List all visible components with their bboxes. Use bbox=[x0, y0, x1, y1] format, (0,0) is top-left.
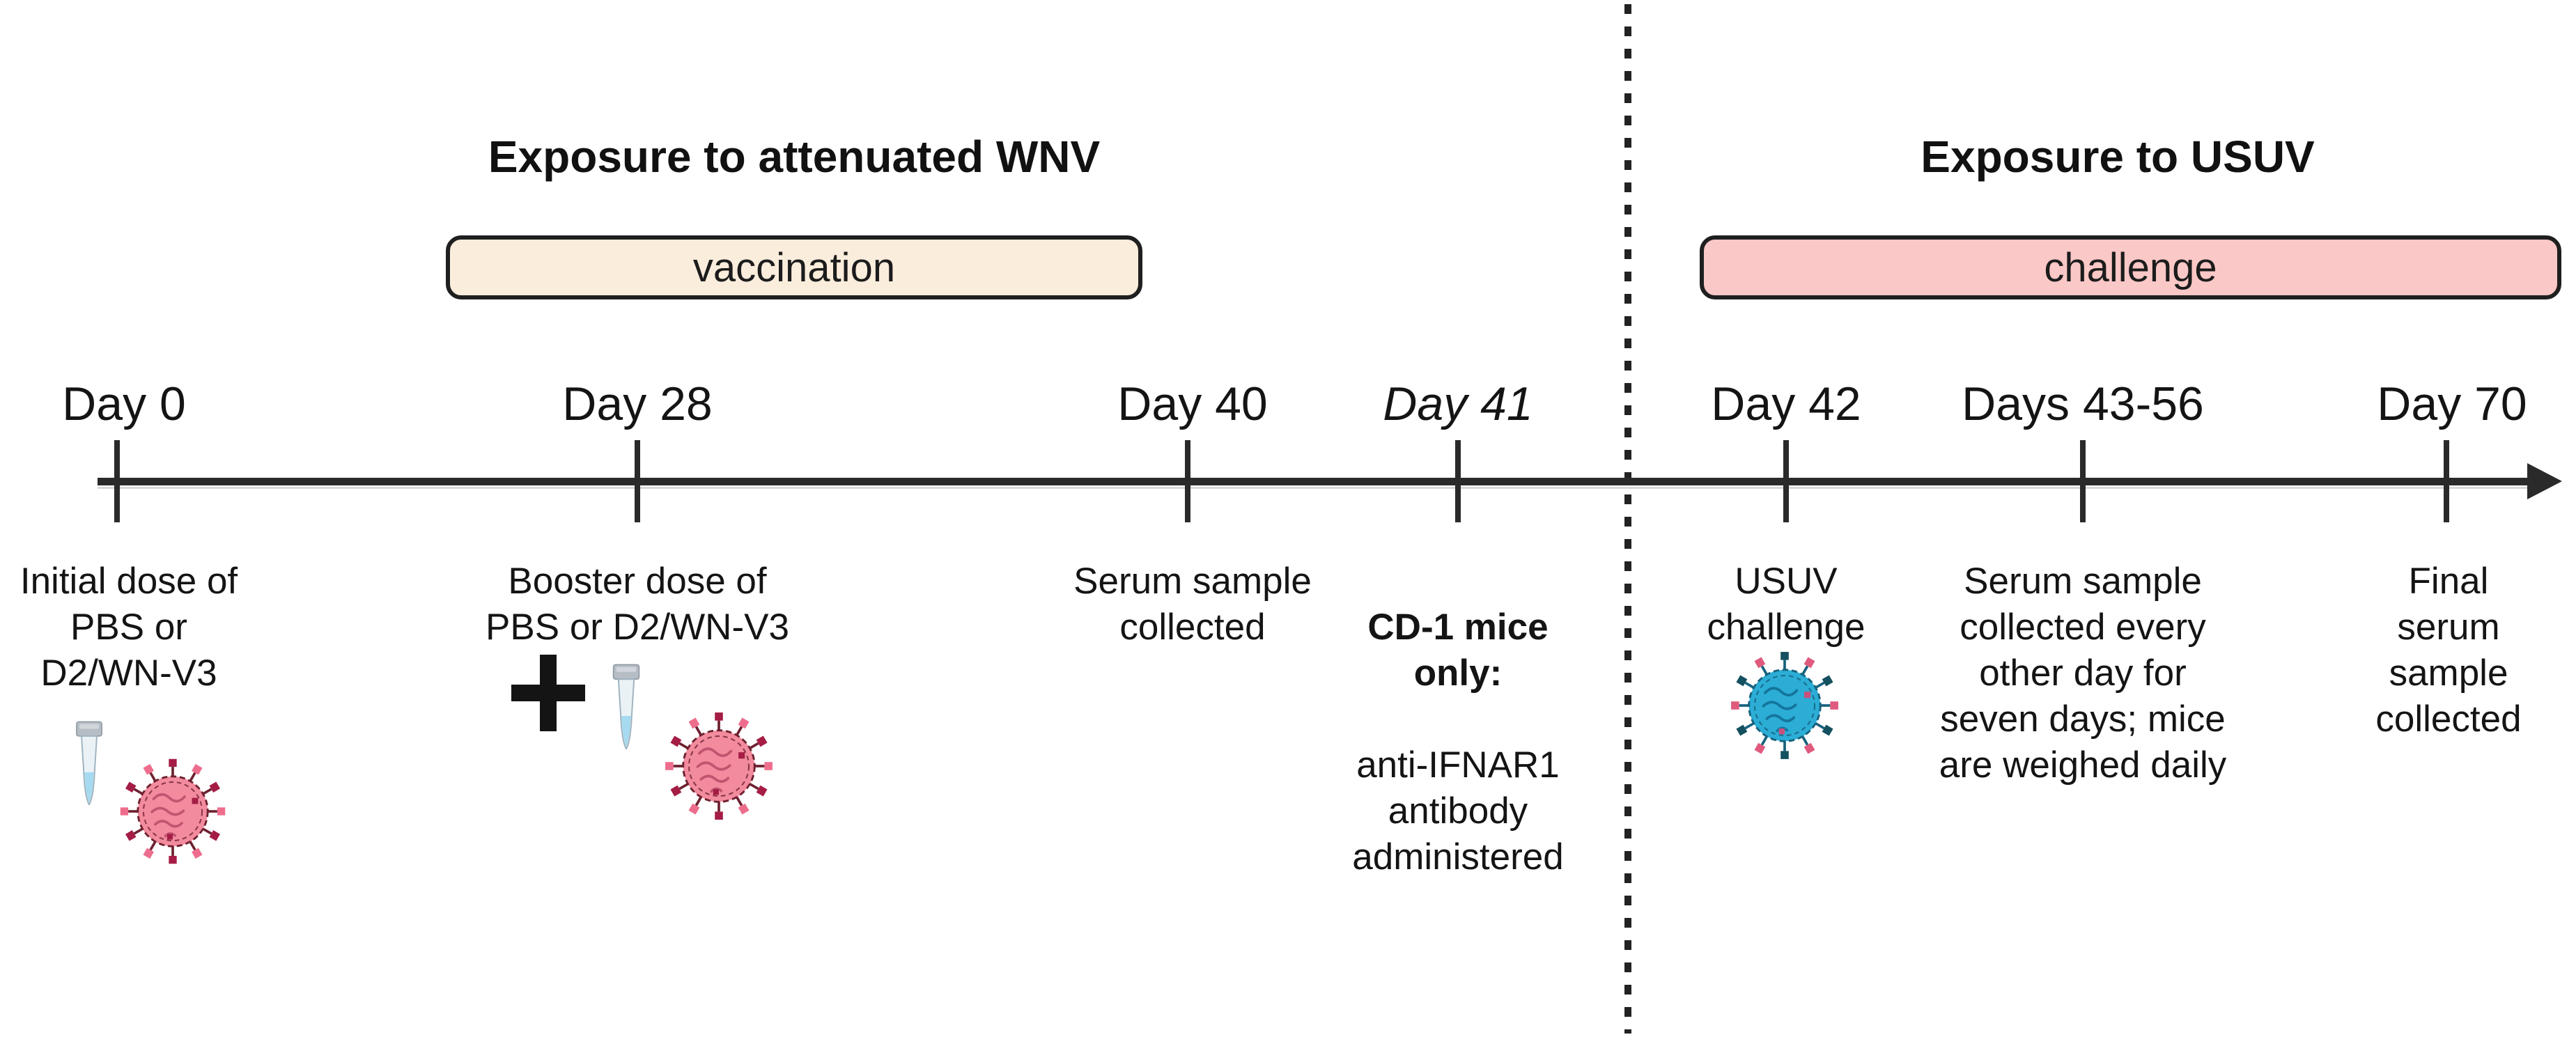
challenge-phase-box: challenge bbox=[1700, 235, 2561, 299]
microcentrifuge-tube-icon bbox=[76, 721, 102, 806]
day-label-41: Day 41 bbox=[1383, 377, 1533, 430]
event-description-day-40: Serum sample collected bbox=[1073, 561, 1312, 648]
wnv-virus-icon bbox=[120, 758, 226, 864]
event-description-day-70: Final serum sample collected bbox=[2375, 561, 2522, 740]
event-description-day-41-bold: CD-1 mice only: bbox=[1367, 607, 1549, 694]
timeline-arrowhead-icon bbox=[2527, 463, 2562, 499]
event-description-day-41: CD-1 mice only: anti-IFNAR1 antibody adm… bbox=[1352, 559, 1563, 926]
challenge-phase-label: challenge bbox=[2044, 244, 2217, 290]
tick-day-70 bbox=[2444, 440, 2449, 522]
event-description-day-28: Booster dose of PBS or D2/WN-V3 bbox=[486, 561, 789, 648]
event-description-days-43-56: Serum sample collected every other day f… bbox=[1939, 561, 2227, 786]
section-title-usuv: Exposure to USUV bbox=[1921, 132, 2315, 182]
event-description-day-0: Initial dose of PBS or D2/WN-V3 bbox=[20, 561, 238, 694]
tick-day-41 bbox=[1455, 440, 1461, 522]
day-label-42: Day 42 bbox=[1711, 377, 1861, 430]
timeline-axis-shadow bbox=[98, 487, 2534, 489]
plus-icon bbox=[511, 655, 585, 731]
tick-day-0 bbox=[114, 440, 120, 522]
day-label-28: Day 28 bbox=[562, 377, 713, 430]
section-title-wnv: Exposure to attenuated WNV bbox=[488, 132, 1101, 182]
vaccination-phase-label: vaccination bbox=[692, 244, 896, 290]
day-label-40: Day 40 bbox=[1117, 377, 1268, 430]
tick-day-40 bbox=[1185, 440, 1190, 522]
event-description-day-41-normal: anti-IFNAR1 antibody administered bbox=[1352, 744, 1564, 878]
microcentrifuge-tube-icon bbox=[612, 664, 640, 750]
day-label-43-56: Days 43-56 bbox=[1962, 377, 2204, 430]
section-divider-dashed-line bbox=[1624, 4, 1631, 1034]
day-label-0: Day 0 bbox=[62, 377, 186, 430]
day-label-70: Day 70 bbox=[2377, 377, 2527, 430]
tick-day-42 bbox=[1783, 440, 1789, 522]
vaccination-phase-box: vaccination bbox=[446, 235, 1142, 299]
usuv-virus-icon bbox=[1731, 652, 1838, 759]
event-description-day-42: USUV challenge bbox=[1707, 561, 1865, 648]
tick-day-28 bbox=[635, 440, 640, 522]
timeline-axis bbox=[98, 478, 2534, 485]
wnv-virus-icon bbox=[665, 712, 773, 820]
tick-days-43-56 bbox=[2080, 440, 2086, 522]
